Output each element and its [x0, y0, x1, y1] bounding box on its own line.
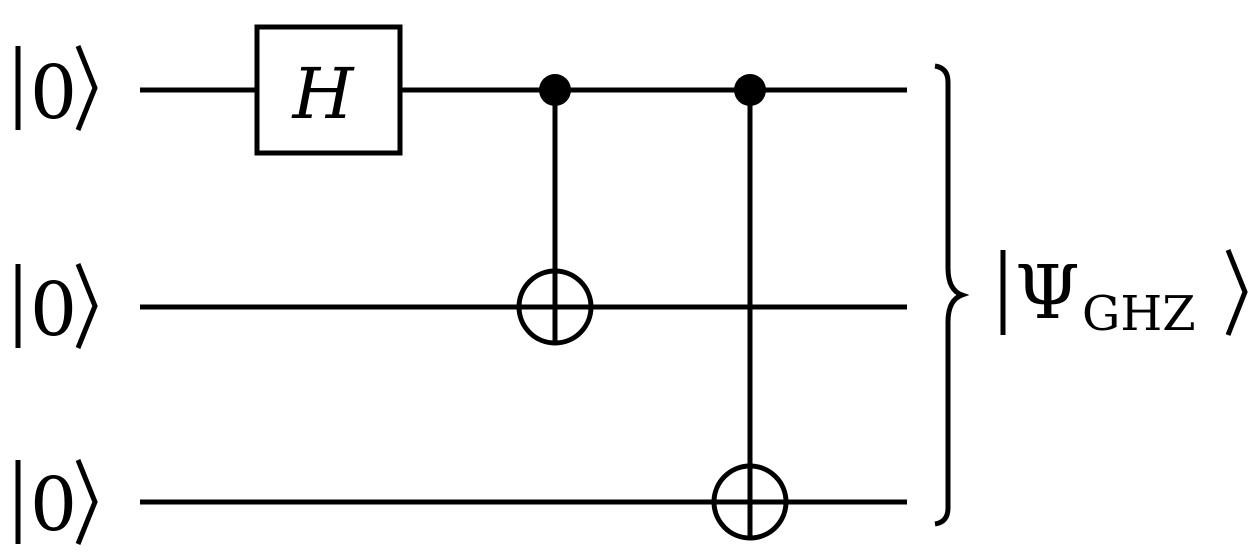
- ket-value: 0: [30, 462, 77, 548]
- control-dot: [734, 74, 766, 106]
- cnot-gate-2: [711, 74, 789, 541]
- ket-value: 0: [30, 267, 77, 353]
- ket-angle-right: [1225, 249, 1248, 336]
- ket-value: 0: [30, 50, 77, 136]
- ket-angle-right: [75, 45, 98, 131]
- output-symbol: Ψ: [1015, 250, 1080, 336]
- ket-angle-right: [75, 263, 98, 349]
- right-brace: [934, 63, 970, 527]
- input-ket-0: 0: [15, 45, 98, 136]
- input-ket-2: 0: [15, 459, 98, 548]
- input-ket-1: 0: [15, 263, 98, 353]
- output-state-ket: Ψ GHZ: [1000, 249, 1248, 342]
- control-dot: [539, 74, 571, 106]
- hadamard-gate: H: [254, 24, 403, 156]
- gate-box: [254, 24, 403, 156]
- ket-angle-right: [75, 459, 98, 545]
- output-subscript: GHZ: [1082, 286, 1196, 342]
- gate-label: H: [290, 53, 355, 135]
- cnot-gate-1: [516, 74, 594, 346]
